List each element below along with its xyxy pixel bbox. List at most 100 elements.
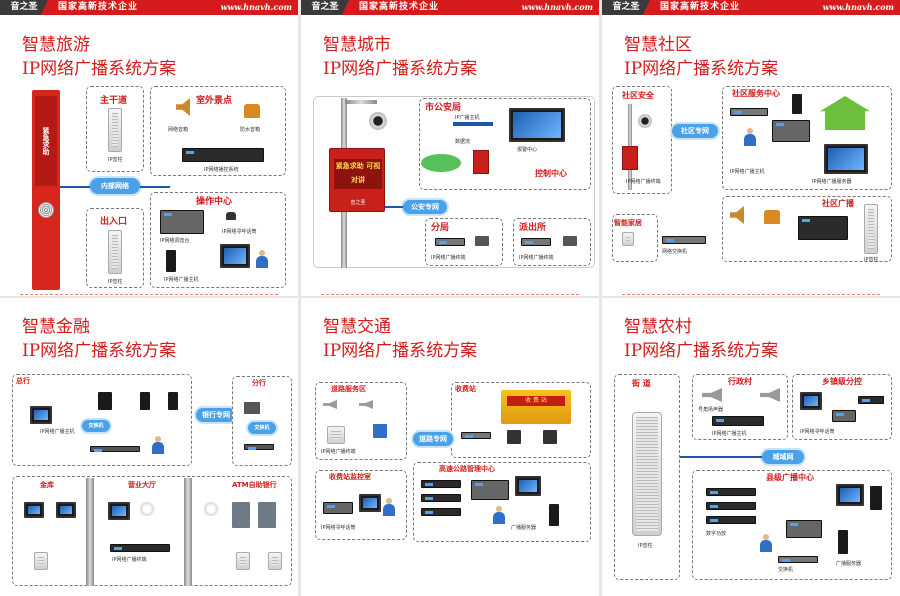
scenic-label: 室外景点 — [196, 96, 233, 106]
panel-title: 智慧金融 — [22, 317, 90, 337]
entrance-label: 出入口 — [100, 217, 128, 227]
terminal-label: IP网络广播终端 — [112, 557, 147, 563]
sub-cloud: 交换机 — [248, 422, 276, 434]
brand-label: 音之圣 — [301, 0, 349, 15]
monitor-icon — [220, 244, 250, 268]
help-panel-brand: 音之圣 — [350, 200, 366, 206]
divider — [622, 294, 880, 295]
help-panel-text: 紧急求助 可视对讲 — [334, 159, 382, 189]
panel-subtitle: IP网络广播系统方案 — [22, 341, 177, 361]
phone-icon — [764, 210, 780, 224]
switch-label: 网络交换机 — [662, 249, 688, 255]
server-device — [182, 148, 264, 162]
server-device — [730, 108, 768, 116]
police-net-cloud: 公安专网 — [403, 200, 447, 214]
flow-label: 数据流 — [455, 139, 471, 145]
wall-label: 报警中心 — [517, 147, 538, 153]
monitor-icon — [359, 494, 381, 512]
branch-label: 总行 — [16, 377, 30, 385]
tagline: 国家高新技术企业 — [359, 2, 440, 12]
alarm-device — [473, 150, 489, 174]
monitor-icon — [515, 476, 541, 496]
main-road-label: 主干道 — [100, 96, 128, 106]
ceiling-speaker — [140, 502, 154, 516]
host-label: IP网络广播主机 — [40, 429, 75, 435]
switch-label: 交换机 — [778, 567, 794, 573]
host-device — [712, 416, 764, 426]
mixer-label: IP网络调音台 — [160, 238, 190, 244]
panel-finance: 智慧金融 IP网络广播系统方案 总行 交换机 IP网络广播主机 银行专网 分行 … — [0, 298, 298, 596]
divider — [20, 294, 278, 295]
branch-switch — [435, 238, 465, 246]
panel-tourism: 音之圣 国家高新技术企业 www.hnavh.com 智慧旅游 IP网络广播系统… — [0, 0, 298, 296]
switch-device — [110, 544, 170, 552]
arrow-label: IP广播主机 — [455, 115, 480, 121]
atm-machine — [232, 502, 250, 528]
property-label: 智能家居 — [614, 219, 642, 227]
divider-pillar — [184, 478, 192, 586]
town-label: 乡镇级分控 — [822, 377, 862, 386]
terminal-icon — [507, 430, 521, 444]
ip-column-label: IP音柱 — [638, 543, 653, 549]
branch-terminal — [475, 236, 489, 246]
panel-speaker — [34, 552, 48, 570]
amplifier-device — [798, 216, 848, 240]
mic-device — [323, 502, 353, 514]
terminal-icon — [543, 430, 557, 444]
rack-device — [706, 516, 756, 524]
police-label: 市公安局 — [425, 103, 462, 113]
station-label: 派出所 — [519, 223, 547, 233]
phone-icon — [244, 104, 260, 118]
pc-tower — [792, 94, 802, 114]
vault-box — [12, 476, 292, 586]
horn-a-label: 网络音箱 — [168, 127, 189, 133]
link-line — [140, 186, 170, 188]
panel-title: 智慧社区 — [624, 35, 692, 55]
service-label: 社区服务中心 — [732, 89, 780, 98]
tagline: 国家高新技术企业 — [58, 2, 139, 12]
host-device — [858, 396, 884, 404]
mixer-device — [471, 480, 509, 500]
operator-icon — [254, 250, 270, 268]
ceiling-speaker — [204, 502, 218, 516]
mic-label: IP网络寻呼话筒 — [222, 229, 257, 235]
operator-icon — [742, 128, 758, 146]
ip-column-speaker — [632, 412, 662, 536]
monitor-icon — [800, 392, 822, 410]
monitor-icon — [108, 502, 130, 520]
panel-header: 音之圣 国家高新技术企业 www.hnavh.com — [0, 0, 298, 15]
server-label: IP网络广播服务器 — [812, 179, 852, 185]
safety-device-label: IP网络广播终端 — [626, 179, 661, 185]
monitor-room-label: 收费站监控室 — [329, 473, 371, 481]
sub-branch-box — [232, 376, 292, 466]
safety-box — [612, 86, 672, 194]
amp-label: 数字功放 — [706, 531, 727, 537]
service-area-label: 道路服务区 — [331, 385, 366, 393]
mixer-device — [160, 210, 204, 234]
link-line — [60, 186, 90, 188]
monitor-icon — [824, 144, 868, 174]
panel-header: 音之圣 国家高新技术企业 www.hnavh.com — [602, 0, 900, 15]
monitor-icon — [24, 502, 44, 518]
pole-arm — [345, 100, 377, 104]
panel-subtitle: IP网络广播系统方案 — [323, 341, 478, 361]
panel-subtitle: IP网络广播系统方案 — [22, 59, 177, 79]
column-label: IP音柱 — [864, 257, 879, 263]
emergency-column: 紧急求助 — [32, 90, 60, 290]
switch-device — [461, 432, 491, 439]
horn-b-label: 防水音箱 — [240, 127, 261, 133]
panel-header: 音之圣 国家高新技术企业 www.hnavh.com — [301, 0, 599, 15]
speaker-grille — [38, 202, 54, 218]
horn-speaker-icon — [359, 400, 373, 409]
ip-column-speaker — [108, 108, 122, 152]
branch-device-label: IP网络广播终端 — [431, 255, 466, 261]
city-net-cloud: 城域网 — [762, 450, 804, 464]
station-switch — [521, 238, 551, 246]
brand-label: 音之圣 — [602, 0, 650, 15]
rack-device — [421, 508, 461, 516]
help-box — [622, 146, 638, 170]
data-arrow — [453, 122, 493, 126]
divider-pillar — [86, 478, 94, 586]
brand-label: 音之圣 — [0, 0, 48, 15]
operator-icon — [758, 534, 774, 552]
